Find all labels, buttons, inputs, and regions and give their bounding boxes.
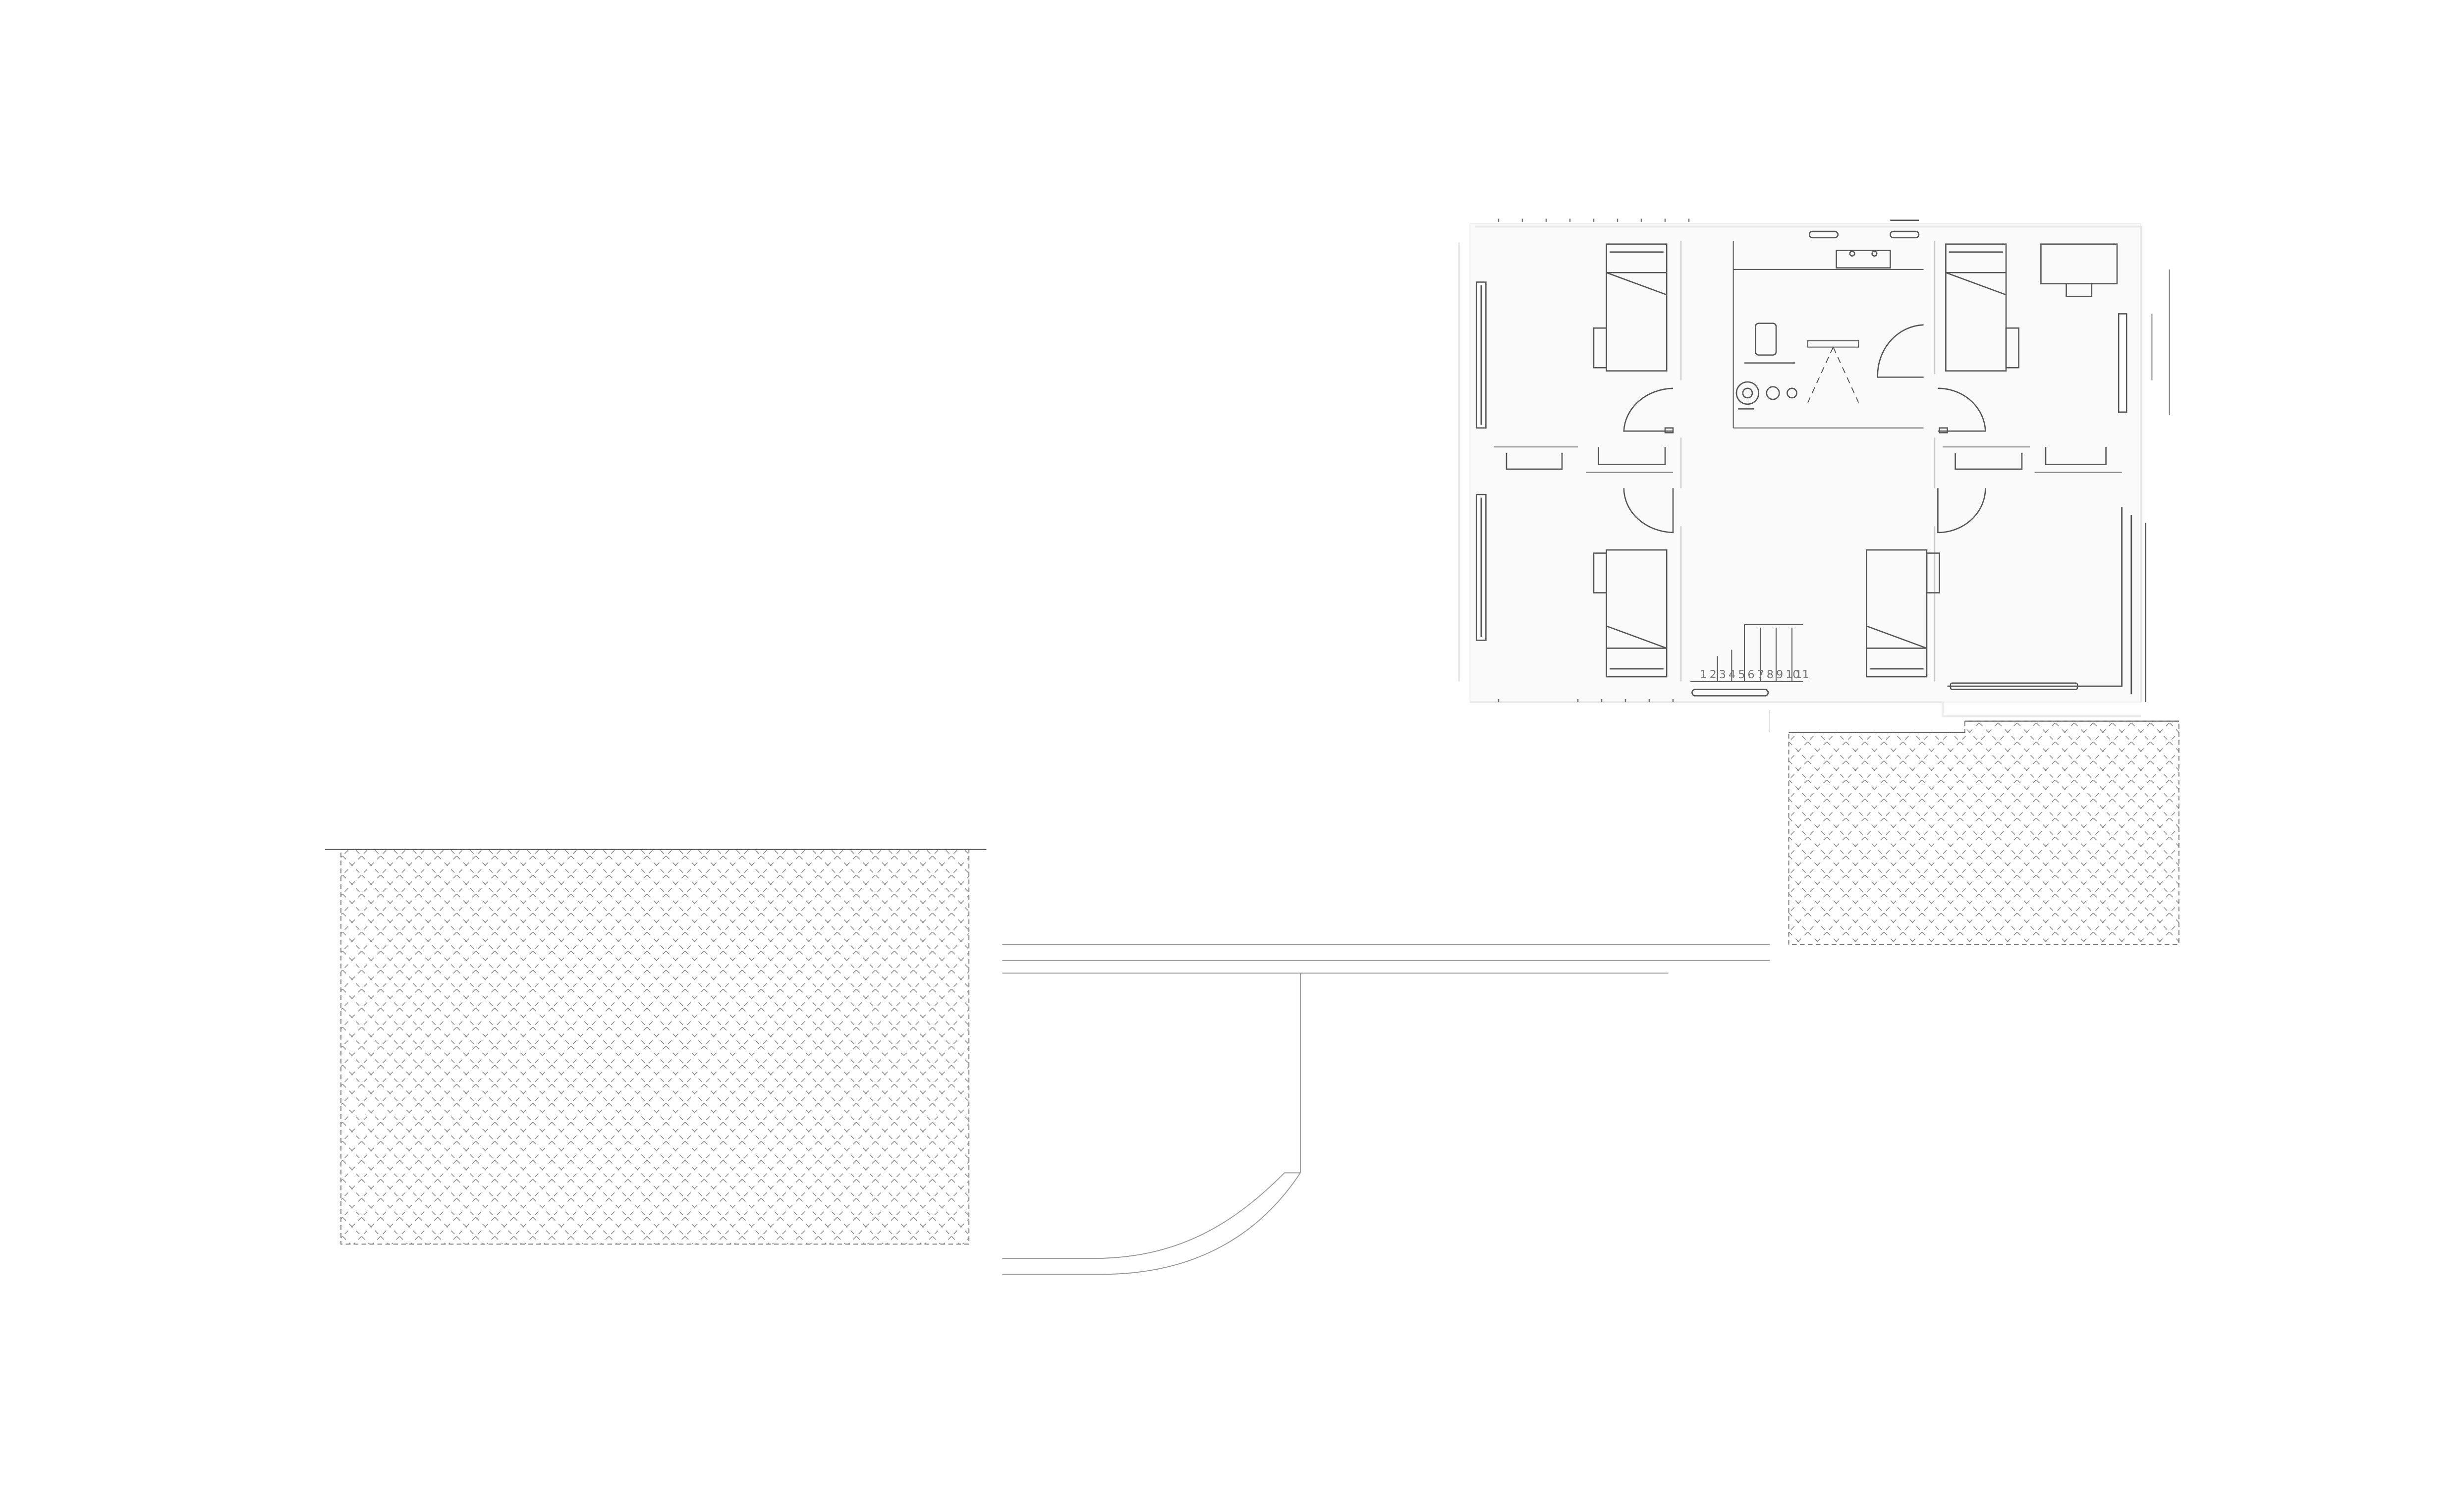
step-label: 1 (1700, 668, 1707, 681)
exterior-wall (1458, 225, 2142, 717)
step-label: 8 (1767, 668, 1774, 681)
step-label: 9 (1776, 668, 1783, 681)
window-north (1808, 219, 1920, 239)
paving-area-right (1769, 710, 2179, 945)
step-label: 2 (1710, 668, 1717, 681)
bathroom-wall (1732, 241, 1924, 429)
wardrobe-nw-2 (1598, 447, 1666, 465)
wardrobe-ne (1955, 453, 2023, 470)
door-se (1937, 488, 1986, 534)
toilet (1744, 323, 1795, 364)
washer-fixtures (1735, 381, 1797, 410)
step-label: 10 (1786, 668, 1799, 681)
right-wall-lines (2151, 269, 2170, 416)
step-label: 11 (1795, 668, 1809, 681)
step-label: 4 (1729, 668, 1735, 681)
bed-sw (1593, 549, 1668, 678)
step-label: 6 (1747, 668, 1754, 681)
bed-nw (1593, 243, 1668, 372)
window-south (1691, 682, 2078, 697)
door-ne (1938, 387, 1986, 432)
paving-area-left (325, 849, 987, 1245)
floor-slab (1469, 223, 2141, 703)
bottom-wall-ticks (1498, 699, 1674, 702)
door-leaf-marker (1664, 427, 1674, 433)
door-sw (1623, 488, 1674, 534)
desk (2040, 243, 2118, 297)
door-bathroom (1877, 324, 1924, 378)
mid-partition (1494, 446, 2122, 473)
window-west-upper (1475, 281, 1487, 429)
shower (1807, 340, 1859, 403)
garden-path (1002, 944, 1770, 1275)
window-west-lower (1475, 493, 1487, 641)
step-label: 7 (1757, 668, 1764, 681)
door-nw (1623, 387, 1674, 432)
exterior-wall-right (1947, 507, 2147, 702)
door-leaf-marker-2 (1939, 427, 1948, 433)
staircase (1690, 624, 1803, 682)
window-east-upper (2118, 313, 2127, 413)
step-label: 5 (1738, 668, 1745, 681)
bed-ne (1945, 243, 2019, 372)
bed-se (1866, 549, 1940, 678)
wardrobe-nw (1506, 453, 1563, 470)
bathroom-sink (1836, 250, 1891, 269)
top-wall-ticks (1498, 218, 1690, 222)
wardrobe-ne-2 (2045, 447, 2107, 465)
house-floor-plan (1458, 218, 2170, 717)
step-label: 3 (1719, 668, 1726, 681)
